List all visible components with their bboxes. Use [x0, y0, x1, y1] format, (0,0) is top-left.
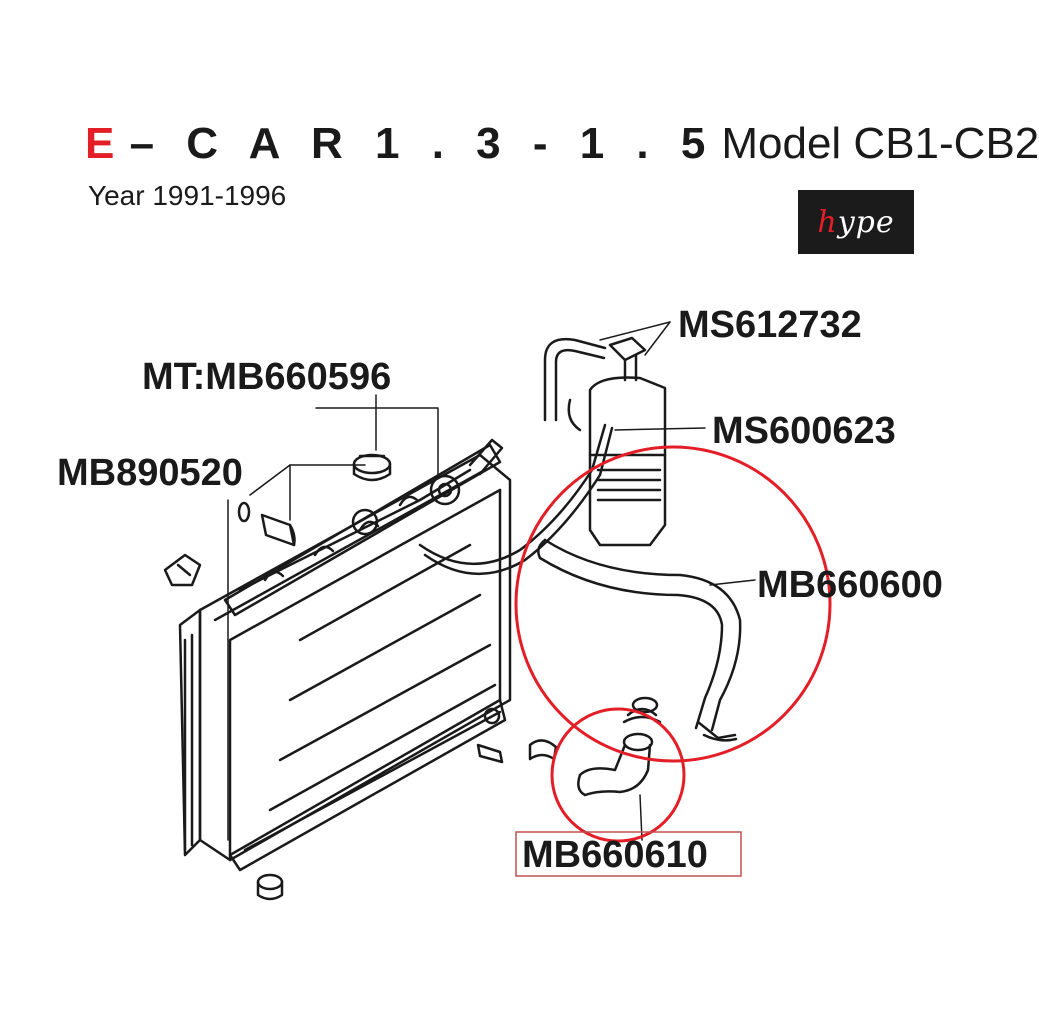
hype-logo: hype: [798, 190, 914, 254]
highlight-circle-lower-hose: [550, 707, 686, 843]
part-label-mb890520: MB890520: [57, 452, 243, 494]
part-label-ms612732: MS612732: [678, 304, 862, 346]
logo-text: hype: [817, 205, 894, 240]
logo-first-letter: h: [817, 204, 838, 240]
part-label-mb660610: MB660610: [522, 834, 708, 876]
reservoir-vent-hose: [543, 337, 607, 422]
reservoir-tank: [567, 376, 667, 547]
lower-radiator-hose: [577, 696, 662, 797]
brand-letter: E: [85, 119, 118, 168]
mounting-grommet-bottom: [256, 873, 284, 901]
upper-radiator-hose: [537, 538, 742, 742]
part-label-ms600623: MS600623: [712, 410, 896, 452]
radiator-cap: [352, 453, 392, 482]
year-range: Year 1991-1996: [88, 180, 287, 211]
part-label-mt-mb660596: MT:MB660596: [142, 356, 392, 398]
drain-cock: [476, 707, 504, 764]
logo-rest: ype: [837, 204, 895, 240]
overflow-hose: [418, 423, 614, 576]
model-name: Model CB1-CB2: [721, 119, 1039, 168]
part-label-mb660600: MB660600: [757, 564, 943, 606]
reservoir-cap: [608, 336, 647, 382]
leader-lines: [227, 321, 756, 841]
radiator-core: [178, 443, 512, 872]
radiator-top-fittings: [263, 438, 504, 582]
car-name: – C A R 1 . 3 - 1 . 5: [129, 119, 716, 168]
lower-clamp: [528, 739, 558, 761]
mounting-bracket-left: [163, 553, 202, 587]
drain-plug: [237, 501, 296, 547]
highlight-circle-upper-hose: [514, 445, 832, 763]
part-label-box: [515, 831, 742, 877]
